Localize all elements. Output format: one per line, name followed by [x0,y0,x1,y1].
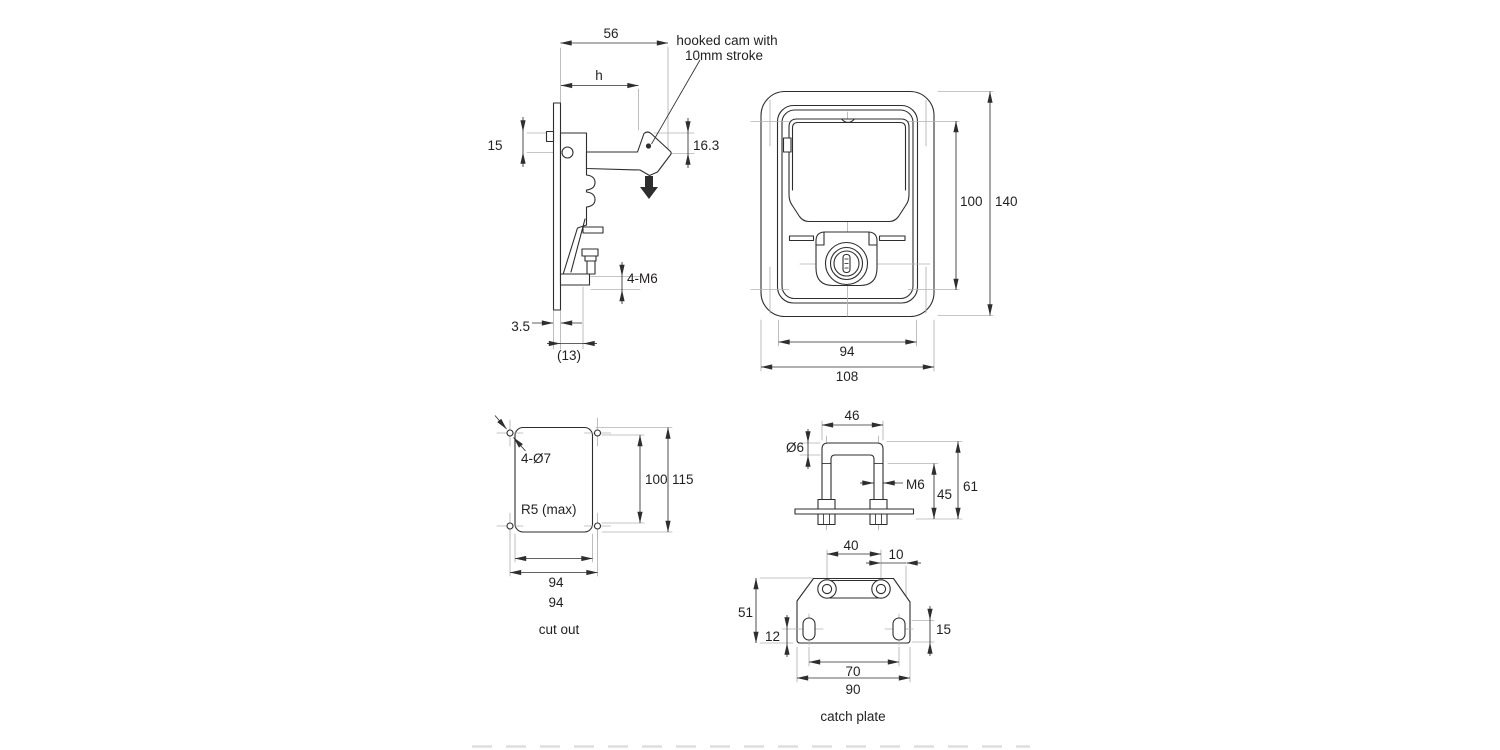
hinge-clip [782,137,792,153]
dim-46: 46 [844,408,859,423]
nut-upper-right [869,498,888,510]
mount-plate [794,508,915,515]
dim-dia6: Ø6 [786,440,804,455]
nut-lower-right [869,513,888,526]
annotation-line1: hooked cam with [676,33,777,48]
dim-70: 70 [845,664,860,679]
dim-100: 100 [645,472,668,487]
paddle-handle [788,118,910,223]
dim-40: 40 [843,538,858,553]
dim-16-3: 16.3 [693,138,719,153]
flange-lip [545,130,555,143]
stud-shank [586,260,596,275]
view-label-cutout: cut out [539,622,580,637]
mount-hole [593,429,602,437]
body-tab [582,226,604,234]
front-view: 100 140 94 108 [750,90,1018,384]
dim-51: 51 [738,605,753,620]
rod-eye-right [871,579,891,599]
dim-12: 12 [765,629,780,644]
cutout-rect [514,426,594,533]
dim-45: 45 [937,487,952,502]
dim-15: 15 [936,622,951,637]
cutout-view: 4-Ø7 R5 (max) 100 115 94 94 cut out [494,415,694,637]
dim-4-d7: 4-Ø7 [521,451,551,466]
dim-15: 15 [487,138,502,153]
catch-plate-view: 40 10 51 12 15 70 90 catch plate [738,538,951,724]
rod-eye-left [817,579,837,599]
dim-h: h [595,68,603,83]
mount-hole [506,522,514,530]
dim-4-m6: 4-M6 [627,271,658,286]
dim-94: 94 [548,575,564,590]
cam-arm [585,131,672,177]
pivot-screw [561,146,574,159]
nut-lower-left [817,513,836,526]
dim-10: 10 [888,547,903,562]
dim-13: (13) [557,348,581,363]
dim-56: 56 [603,26,618,41]
paddle-notch [841,118,855,124]
dim-3-5: 3.5 [511,319,530,334]
dim-m6: M6 [906,477,925,492]
door-panel [552,102,562,311]
recess-bar-left [788,235,815,242]
dim-115: 115 [672,472,694,487]
cam-pivot-dot [645,143,652,149]
slot-right [892,617,906,641]
dim-140: 140 [995,194,1018,209]
stroke-direction-arrow [640,176,658,199]
mount-hole [593,522,602,530]
mount-hole [506,429,514,437]
dim-90: 90 [845,682,860,697]
dim-108: 108 [836,369,859,384]
annotation-line2: 10mm stroke [685,48,763,63]
dim-r5-max: R5 (max) [521,502,577,517]
stud-head [581,248,599,257]
view-label-catch-plate: catch plate [820,709,885,724]
side-view: 56 h 15 16.3 4-M6 3.5 (13) hooked cam wi… [487,26,777,363]
slot-left [802,617,816,641]
nut-upper-left [817,498,836,510]
dim-100: 100 [960,194,983,209]
clamp-bracket [559,273,591,286]
dim-94: 94 [839,344,855,359]
dim-61: 61 [963,479,978,494]
dim-94b: 94 [548,595,564,610]
recess-bar-right [878,235,906,242]
u-bolt-view: 46 Ø6 M6 45 61 [786,408,978,531]
